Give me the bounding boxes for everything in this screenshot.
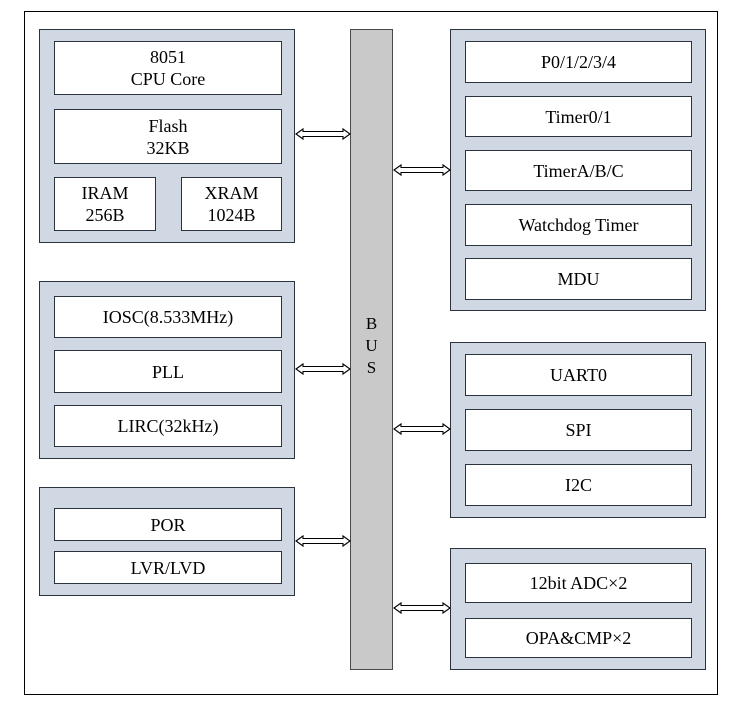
opa-cmp-block: OPA&CMP×2 [465, 618, 692, 658]
spi-block: SPI [465, 409, 692, 451]
timerabc-block: TimerA/B/C [465, 150, 692, 191]
communication-group: UART0 SPI I2C [450, 342, 706, 518]
system-bus: B U S [350, 29, 393, 670]
lirc-block: LIRC(32kHz) [54, 405, 282, 447]
adc-block: 12bit ADC×2 [465, 563, 692, 603]
cpu-memory-group: 8051 CPU Core Flash 32KB IRAM 256B XRAM … [39, 29, 295, 243]
pll-block: PLL [54, 350, 282, 393]
timer01-block: Timer0/1 [465, 96, 692, 137]
ports-block: P0/1/2/3/4 [465, 41, 692, 83]
reset-group: POR LVR/LVD [39, 487, 295, 596]
clock-group: IOSC(8.533MHz) PLL LIRC(32kHz) [39, 281, 295, 459]
analog-group: 12bit ADC×2 OPA&CMP×2 [450, 548, 706, 670]
xram-block: XRAM 1024B [181, 177, 282, 231]
uart0-block: UART0 [465, 354, 692, 396]
iram-block: IRAM 256B [54, 177, 156, 231]
bus-letter: B [365, 314, 378, 333]
cpu-core-block: 8051 CPU Core [54, 41, 282, 95]
lvr-lvd-block: LVR/LVD [54, 551, 282, 584]
iosc-block: IOSC(8.533MHz) [54, 296, 282, 338]
flash-block: Flash 32KB [54, 109, 282, 164]
peripheral-group: P0/1/2/3/4 Timer0/1 TimerA/B/C Watchdog … [450, 29, 706, 311]
watchdog-timer-block: Watchdog Timer [465, 204, 692, 246]
por-block: POR [54, 508, 282, 541]
bus-letter: S [366, 358, 377, 377]
mdu-block: MDU [465, 258, 692, 300]
i2c-block: I2C [465, 464, 692, 506]
bus-label: B U S [351, 313, 392, 379]
bus-letter: U [365, 336, 378, 355]
diagram-frame [24, 11, 718, 695]
